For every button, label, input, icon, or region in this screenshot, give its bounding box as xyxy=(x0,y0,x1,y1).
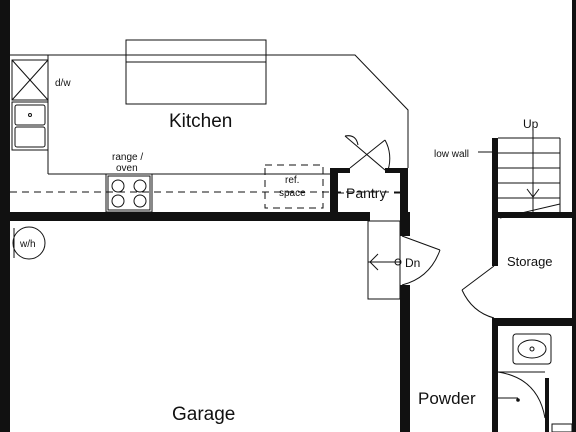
pantry-top-wall xyxy=(330,168,350,173)
kitchen-garage-wall xyxy=(0,212,370,221)
refrigerator-space: ref. space xyxy=(264,164,324,209)
hall-wall-upper xyxy=(400,212,410,236)
dishwasher: d/w xyxy=(11,59,71,101)
storage-label: Storage xyxy=(507,254,553,269)
up-label: Up xyxy=(523,117,539,131)
kitchen-pantry-wall-segment xyxy=(330,168,338,221)
range-oven: range / oven xyxy=(105,152,153,213)
storage-top-wall xyxy=(492,212,576,218)
storage-bottom-wall xyxy=(492,318,576,326)
water-heater: w/h xyxy=(12,226,46,260)
storage-door xyxy=(461,265,495,319)
oven-label: oven xyxy=(116,163,138,174)
up-stairs: Up low wall xyxy=(434,117,561,219)
space-label: space xyxy=(279,188,306,199)
pantry-door xyxy=(344,135,391,171)
kitchen-label: Kitchen xyxy=(169,111,232,132)
powder-room xyxy=(497,333,573,432)
dishwasher-label: d/w xyxy=(55,78,71,89)
down-stairs: Dn xyxy=(367,220,420,300)
pantry-label: Pantry xyxy=(346,185,386,201)
pantry-right-wall xyxy=(400,168,408,221)
ref-label: ref. xyxy=(285,175,299,186)
range-label: range / xyxy=(112,152,143,163)
right-exterior-wall xyxy=(572,0,576,432)
garage-label: Garage xyxy=(172,404,235,425)
garage-right-wall xyxy=(400,285,410,432)
down-label: Dn xyxy=(405,256,420,270)
kitchen-sink xyxy=(11,101,49,151)
stair-wall xyxy=(492,138,498,238)
storage-left-wall xyxy=(492,218,498,266)
powder-label: Powder xyxy=(418,389,476,408)
low-wall-label: low wall xyxy=(434,149,469,160)
powder-inner-wall xyxy=(545,378,549,432)
pantry-top-wall-right xyxy=(385,168,408,173)
water-heater-label: w/h xyxy=(19,239,36,250)
garage-entry-door xyxy=(401,235,441,286)
powder-left-wall xyxy=(492,326,498,432)
island-hood xyxy=(125,39,267,105)
